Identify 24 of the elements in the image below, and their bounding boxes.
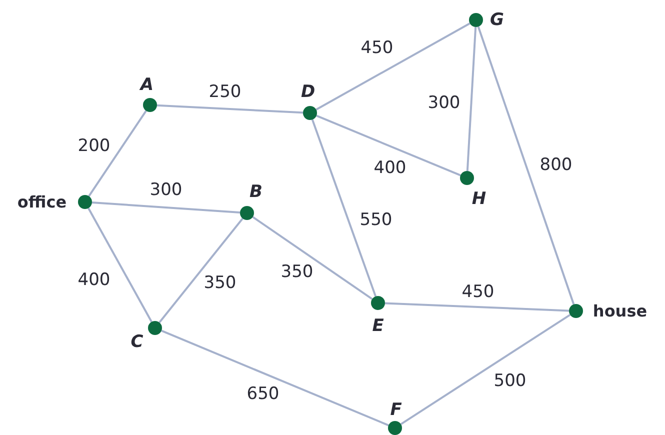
- node-label: H: [472, 189, 486, 209]
- connector-line: [400, 314, 571, 426]
- node-label: E: [372, 316, 384, 336]
- node-label: A: [140, 75, 154, 95]
- connector-line: [311, 119, 377, 297]
- connector-line: [477, 26, 575, 305]
- connector-line: [252, 216, 373, 300]
- node-label: B: [250, 182, 262, 202]
- connector-line: [88, 110, 147, 197]
- node-label: G: [490, 10, 504, 30]
- connector-line: [466, 26, 477, 172]
- connector-line: [316, 22, 470, 110]
- connector-line: [158, 218, 244, 324]
- node-label: D: [300, 82, 316, 102]
- node-label: F: [390, 400, 402, 420]
- connector-line: [92, 201, 240, 214]
- node-label: office: [17, 192, 67, 212]
- node-label: house: [592, 302, 648, 320]
- connector-line: [384, 302, 570, 312]
- connector-line: [161, 330, 389, 426]
- connector-line: [156, 104, 304, 114]
- connector-line: [316, 114, 461, 176]
- node-label: C: [130, 332, 144, 352]
- connector-line: [88, 208, 152, 322]
